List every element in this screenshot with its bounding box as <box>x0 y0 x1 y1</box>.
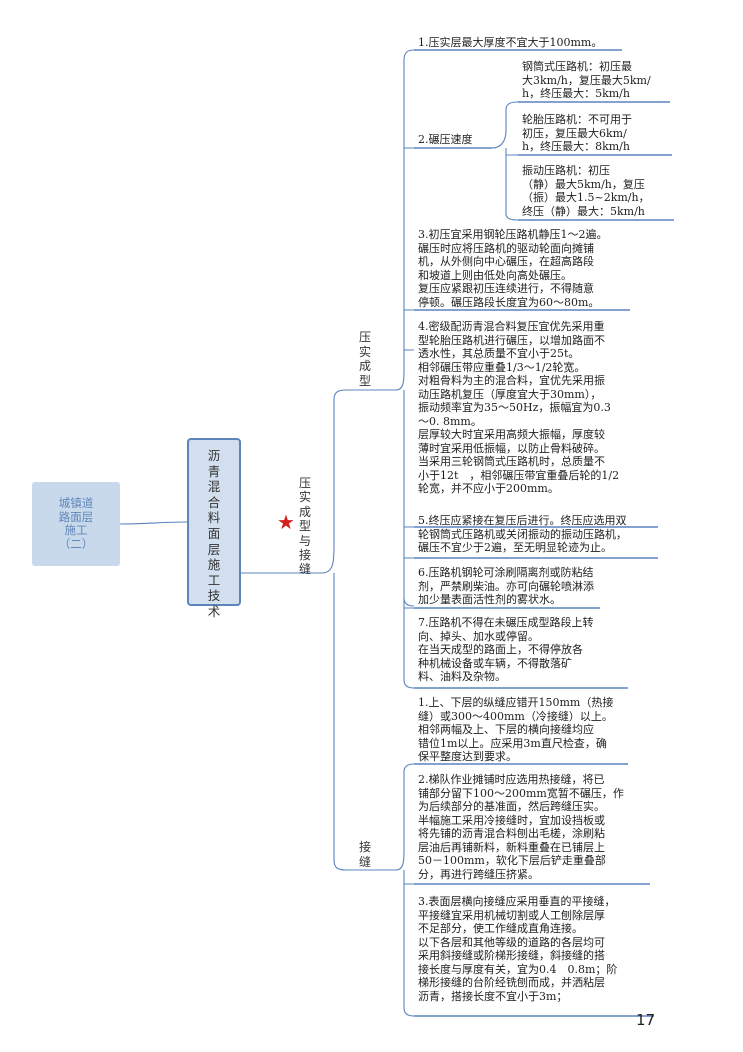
node-vibratory-roller-speed: 振动压路机：初压 （静）最大5km/h，复压 （振）最大1.5~2km/h， 终… <box>522 164 650 218</box>
group-joints-label: 接 缝 <box>358 840 371 869</box>
node-hot-cold-joints: 2.梯队作业摊铺时应选用热接缝，将已 铺部分留下100～200mm宽暂不碾压，作… <box>418 773 624 881</box>
node-rolling-speed: 2.碾压速度 <box>418 133 473 146</box>
connector-n7 <box>403 598 415 689</box>
branch-label: 压 实 成 型 与 接 缝 <box>298 476 311 577</box>
connector-branch-groups <box>272 389 347 871</box>
star-icon: ★ <box>277 510 295 534</box>
connector-speed-spine <box>491 101 519 221</box>
main-topic-node <box>187 438 241 606</box>
node-secondary-compaction: 4.密级配沥青混合料复压宜优先采用重 型轮胎压路机进行碾压，以增加路面不 透水性… <box>418 320 620 495</box>
node-max-thickness: 1.压实层最大厚度不宜大于100mm。 <box>418 36 603 49</box>
node-roller-wheel-coating: 6.压路机钢轮可涂刷隔离剂或防粘结 剂，严禁刷柴油。亦可向碾轮喷淋添 加少量表面… <box>418 566 594 606</box>
connector-joints-spine <box>346 763 415 1017</box>
connector-root-main <box>119 521 188 525</box>
node-longitudinal-joints: 1.上、下层的纵缝应错开150mm（热接 缝）或300～400mm（冷接缝）以上… <box>418 696 614 763</box>
compaction-underlines <box>414 49 658 689</box>
node-roller-restrictions: 7.压路机不得在未碾压成型路段上转 向、掉头、加水或停留。 在当天成型的路面上，… <box>418 616 594 683</box>
node-transverse-joints: 3.表面层横向接缝应采用垂直的平接缝， 平接缝宜采用机械切割或人工刨除层厚 不足… <box>418 895 618 1003</box>
group-compaction-label: 压 实 成 型 <box>358 330 371 388</box>
node-tire-roller-speed: 轮胎压路机：不可用于 初压，复压最大6km/ h，终压最大：8km/h <box>522 113 632 153</box>
main-topic-label: 沥 青 混 合 料 面 层 施 工 技 术 <box>207 448 221 619</box>
node-final-compaction: 5.终压应紧接在复压后进行。终压应选用双 轮钢筒式压路机或关闭振动的振动压路机，… <box>418 514 627 554</box>
speed-underlines <box>518 101 674 221</box>
connector-compaction-spine <box>346 49 415 609</box>
root-label: 城镇道 路面层 施工 （二） <box>58 496 94 551</box>
page-number: 17 <box>636 1011 656 1029</box>
root-node: 城镇道 路面层 施工 （二） <box>32 482 120 566</box>
node-initial-compaction: 3.初压宜采用钢轮压路机静压1～2遍。 碾压时应将压路机的驱动轮面向摊铺 机，从… <box>418 228 608 309</box>
node-steel-roller-speed: 钢筒式压路机：初压最 大3km/h，复压最大5km/ h，终压最大：5km/h <box>522 60 651 100</box>
joints-underlines <box>414 763 654 1017</box>
